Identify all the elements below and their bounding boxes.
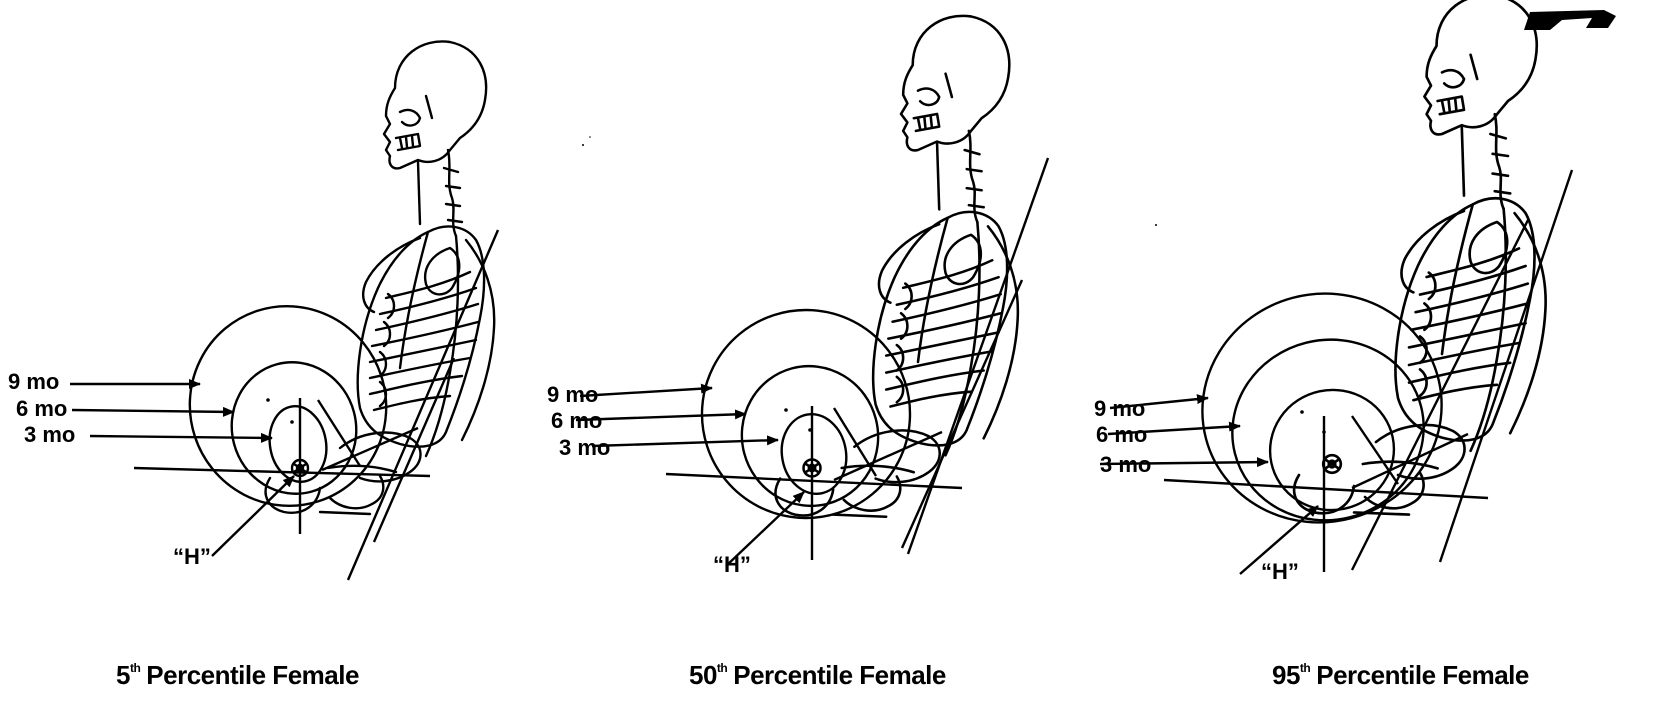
caption-fig2: 50th Percentile Female (689, 662, 946, 688)
label-3mo-fig3: 3 mo (1100, 454, 1151, 476)
arrow-h (212, 476, 294, 556)
caption-suffix: th (130, 661, 140, 675)
caption-text: Percentile Female (146, 660, 359, 690)
arrow-6mo (72, 410, 234, 412)
figure-95th-percentile (1100, 0, 1572, 574)
uterus-3mo (1259, 378, 1405, 521)
label-h-fig3: “H” (1261, 561, 1299, 583)
arrow-3mo (592, 440, 778, 446)
label-9mo-fig1: 9 mo (8, 371, 59, 393)
uterus-6mo (1213, 319, 1443, 540)
uterus-outlines (164, 281, 412, 532)
caption-fig1: 5th Percentile Female (116, 662, 359, 688)
caption-number: 5 (116, 660, 130, 690)
label-9mo-fig3: 9 mo (1094, 398, 1145, 420)
label-6mo-fig2: 6 mo (551, 410, 602, 432)
caption-number: 95 (1272, 660, 1300, 690)
label-3mo-fig1: 3 mo (24, 424, 75, 446)
caption-fig3: 95th Percentile Female (1272, 662, 1529, 688)
arrow-3mo (90, 436, 272, 438)
caption-suffix: th (717, 661, 727, 675)
figure-50th-percentile (576, 16, 1048, 566)
caption-text: Percentile Female (733, 660, 946, 690)
arrow-9mo (580, 388, 712, 396)
label-6mo-fig1: 6 mo (16, 398, 67, 420)
caption-text: Percentile Female (1316, 660, 1529, 690)
label-h-fig2: “H” (713, 554, 751, 576)
label-3mo-fig2: 3 mo (559, 437, 610, 459)
caption-number: 50 (689, 660, 717, 690)
caption-suffix: th (1300, 661, 1310, 675)
uterus-3mo (776, 409, 853, 499)
corner-mark (1524, 10, 1616, 30)
label-6mo-fig3: 6 mo (1096, 424, 1147, 446)
label-h-fig1: “H” (173, 546, 211, 568)
figure-5th-percentile (70, 41, 498, 580)
label-9mo-fig2: 9 mo (547, 384, 598, 406)
uterus-6mo (217, 348, 371, 508)
